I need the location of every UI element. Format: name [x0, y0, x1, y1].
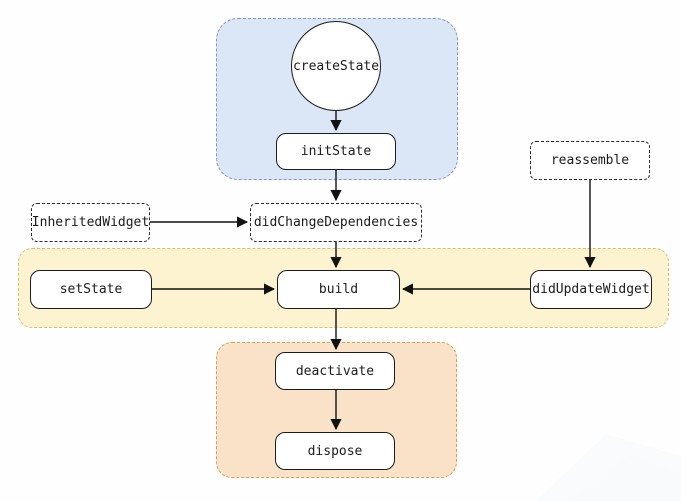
node-build-label: build — [318, 282, 359, 297]
node-reassemble: reassemble — [530, 141, 650, 180]
node-initState: initState — [276, 133, 396, 170]
node-initState-label: initState — [300, 144, 372, 159]
node-dispose-label: dispose — [307, 443, 363, 459]
node-inheritedwidget-label: InheritedWidget — [31, 215, 150, 230]
node-setstate-label: setState — [59, 282, 123, 297]
node-didchangedependencies-label: didChangeDependencies — [253, 215, 419, 230]
node-deactivate: deactivate — [275, 352, 395, 390]
node-createState-label: createState — [292, 58, 380, 74]
node-didupdatewidget-label: didUpdateWidget — [532, 282, 650, 297]
node-didupdatewidget: didUpdateWidget — [530, 270, 652, 309]
node-createState: createState — [291, 21, 381, 111]
node-deactivate-label: deactivate — [295, 363, 375, 379]
node-build: build — [277, 270, 400, 309]
node-reassemble-label: reassemble — [550, 153, 630, 168]
node-dispose: dispose — [275, 432, 395, 470]
node-setstate: setState — [30, 270, 152, 309]
node-didchangedependencies: didChangeDependencies — [250, 203, 422, 242]
watermark-shape — [536, 434, 681, 501]
node-inheritedwidget: InheritedWidget — [31, 203, 150, 242]
